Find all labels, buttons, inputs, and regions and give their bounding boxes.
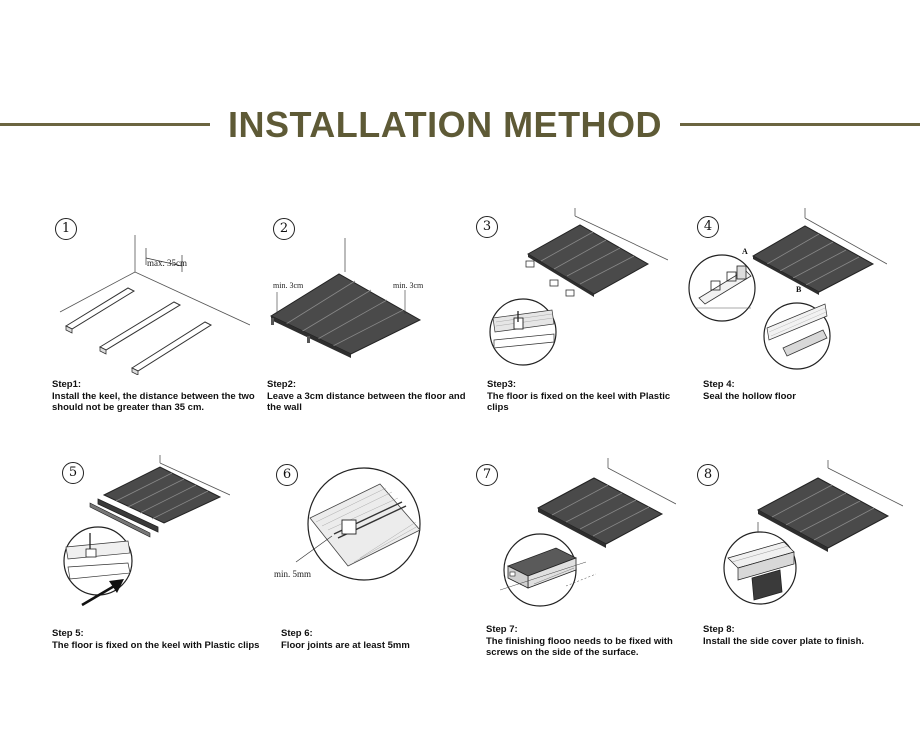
step-1-caption: Step1: Install the keel, the distance be… (52, 379, 262, 414)
step-8-caption: Step 8: Install the side cover plate to … (703, 624, 903, 647)
step-2-heading: Step2: (267, 379, 472, 391)
step-3-text: The floor is fixed on the keel with Plas… (487, 391, 682, 414)
step-7-heading: Step 7: (486, 624, 691, 636)
step-4-label-b: B (796, 285, 802, 294)
step-1-text: Install the keel, the distance between t… (52, 391, 262, 414)
step-1-dimension-label: max. 35cm (147, 258, 187, 268)
step-5-caption: Step 5: The floor is fixed on the keel w… (52, 628, 267, 651)
step-3-caption: Step3: The floor is fixed on the keel wi… (487, 379, 682, 414)
step-5-illustration (60, 455, 230, 620)
step-8-heading: Step 8: (703, 624, 903, 636)
step-7-number: 7 (476, 464, 498, 486)
step-4-text: Seal the hollow floor (703, 391, 903, 403)
step-4-heading: Step 4: (703, 379, 903, 391)
step-6-heading: Step 6: (281, 628, 481, 640)
step-1-heading: Step1: (52, 379, 262, 391)
step-5-text: The floor is fixed on the keel with Plas… (52, 640, 267, 652)
step-8-text: Install the side cover plate to finish. (703, 636, 903, 648)
step-8-number: 8 (697, 464, 719, 486)
step-4-illustration: A B (687, 208, 887, 373)
step-1-illustration: max. 35cm (50, 230, 250, 375)
step-5-heading: Step 5: (52, 628, 267, 640)
step-6-illustration: min. 5mm (270, 466, 430, 596)
title-rule-left (0, 123, 210, 126)
step-6-text: Floor joints are at least 5mm (281, 640, 481, 652)
step-2-dimension-left: min. 3cm (273, 281, 304, 290)
step-2-dimension-right: min. 3cm (393, 281, 424, 290)
step-3-heading: Step3: (487, 379, 682, 391)
step-2-caption: Step2: Leave a 3cm distance between the … (267, 379, 472, 414)
step-7-text: The finishing flooo needs to be fixed wi… (486, 636, 691, 659)
page-title: INSTALLATION METHOD (210, 103, 680, 147)
step-2-text: Leave a 3cm distance between the floor a… (267, 391, 472, 414)
step-6-caption: Step 6: Floor joints are at least 5mm (281, 628, 481, 651)
step-3-illustration (488, 208, 668, 373)
step-8-illustration (718, 460, 903, 620)
step-6-dimension-label: min. 5mm (274, 569, 311, 579)
step-7-caption: Step 7: The finishing flooo needs to be … (486, 624, 691, 659)
step-2-illustration: min. 3cm min. 3cm (265, 230, 465, 360)
step-4-caption: Step 4: Seal the hollow floor (703, 379, 903, 402)
step-7-illustration (496, 458, 676, 618)
title-rule-right (680, 123, 920, 126)
step-4-label-a: A (742, 247, 748, 256)
